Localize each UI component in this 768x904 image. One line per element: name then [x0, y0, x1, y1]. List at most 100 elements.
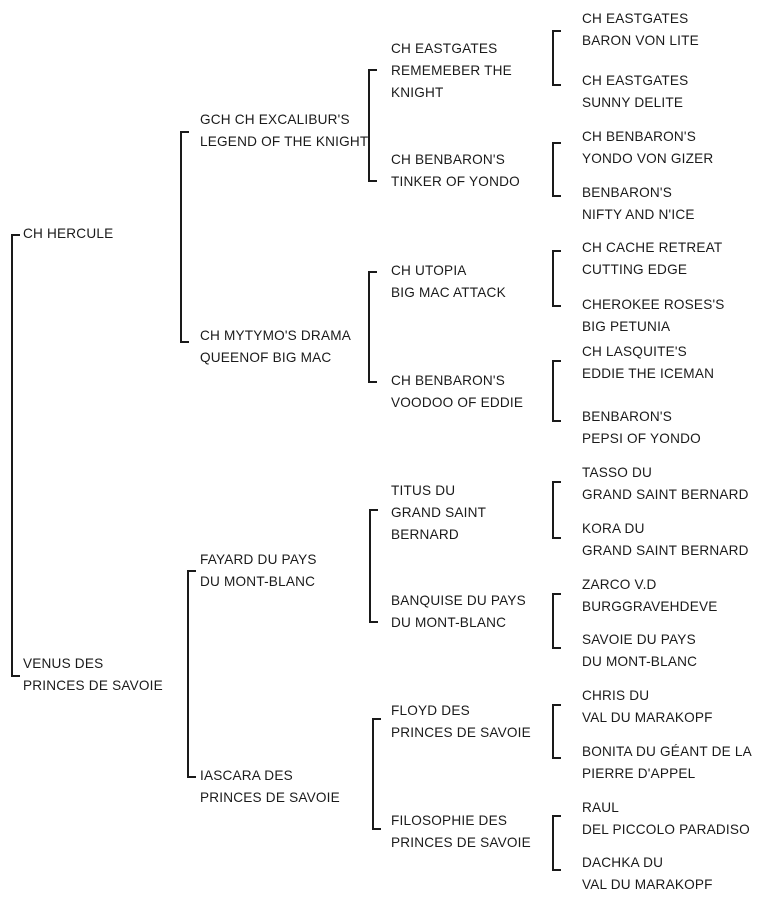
- bracket-dds-bottom-tick: [552, 757, 561, 759]
- bracket-sdd: [552, 360, 554, 421]
- bracket-gen1-bottom-tick: [11, 675, 20, 677]
- sdds-name: CH LASQUITE'S EDDIE THE ICEMAN: [582, 341, 714, 385]
- bracket-dsd-top-tick: [552, 593, 561, 595]
- dam-name: VENUS DES PRINCES DE SAVOIE: [23, 653, 163, 697]
- sire-line-1: CH HERCULE: [23, 226, 114, 241]
- dam-sire-line-1: FAYARD DU PAYS: [200, 552, 317, 567]
- dam-line-2: PRINCES DE SAVOIE: [23, 678, 163, 693]
- sss-line-3: KNIGHT: [391, 85, 444, 100]
- sddd-line-2: PEPSI OF YONDO: [582, 431, 701, 446]
- bracket-sds: [552, 250, 554, 306]
- sire-dam-line-2: QUEENOF BIG MAC: [200, 350, 332, 365]
- sdd-name: CH BENBARON'S VOODOO OF EDDIE: [391, 370, 523, 414]
- ssds-line-1: CH BENBARON'S: [582, 129, 696, 144]
- bracket-gen1: [11, 234, 13, 676]
- sdd-line-2: VOODOO OF EDDIE: [391, 395, 524, 410]
- bracket-dss: [552, 481, 554, 538]
- bracket-sd: [368, 271, 370, 382]
- bracket-sdd-bottom-tick: [552, 420, 561, 422]
- dds-name: FLOYD DES PRINCES DE SAVOIE: [391, 700, 531, 744]
- bracket-sss-bottom-tick: [552, 84, 561, 86]
- ssss-name: CH EASTGATES BARON VON LITE: [582, 8, 699, 52]
- sire-sire-name: GCH CH EXCALIBUR'S LEGEND OF THE KNIGHT: [200, 109, 368, 153]
- dss-line-1: TITUS DU: [391, 483, 456, 498]
- ddss-name: CHRIS DU VAL DU MARAKOPF: [582, 685, 713, 729]
- sdss-line-1: CH CACHE RETREAT: [582, 240, 723, 255]
- sdds-line-2: EDDIE THE ICEMAN: [582, 366, 715, 381]
- ssdd-name: BENBARON'S NIFTY AND N'ICE: [582, 182, 695, 226]
- bracket-sire: [180, 131, 182, 342]
- ddds-line-1: RAUL: [582, 800, 620, 815]
- dsdd-name: SAVOIE DU PAYS DU MONT-BLANC: [582, 629, 697, 673]
- bracket-ssd-bottom-tick: [552, 195, 561, 197]
- sssd-line-1: CH EASTGATES: [582, 73, 689, 88]
- bracket-sire-top-tick: [180, 131, 189, 133]
- sdss-name: CH CACHE RETREAT CUTTING EDGE: [582, 237, 722, 281]
- ssss-line-1: CH EASTGATES: [582, 11, 689, 26]
- bracket-dd-top-tick: [372, 718, 381, 720]
- sdsd-line-1: CHEROKEE ROSES'S: [582, 297, 725, 312]
- bracket-sd-top-tick: [368, 271, 377, 273]
- dam-sire-line-2: DU MONT-BLANC: [200, 574, 316, 589]
- bracket-ss: [368, 69, 370, 181]
- sire-dam-line-1: CH MYTYMO'S DRAMA: [200, 328, 351, 343]
- dam-dam-line-2: PRINCES DE SAVOIE: [200, 790, 340, 805]
- bracket-dds: [552, 704, 554, 758]
- sss-line-1: CH EASTGATES: [391, 41, 498, 56]
- sdsd-line-2: BIG PETUNIA: [582, 319, 671, 334]
- ssds-name: CH BENBARON'S YONDO VON GIZER: [582, 126, 713, 170]
- bracket-ddd-top-tick: [552, 815, 561, 817]
- dsds-name: ZARCO V.D BURGGRAVEHDEVE: [582, 574, 718, 618]
- sdd-line-1: CH BENBARON'S: [391, 373, 505, 388]
- bracket-ssd: [552, 142, 554, 196]
- ssss-line-2: BARON VON LITE: [582, 33, 699, 48]
- sssd-name: CH EASTGATES SUNNY DELITE: [582, 70, 688, 114]
- bracket-dam-top-tick: [187, 570, 196, 572]
- sire-dam-name: CH MYTYMO'S DRAMA QUEENOF BIG MAC: [200, 325, 351, 369]
- dssd-line-1: KORA DU: [582, 521, 645, 536]
- ddd-name: FILOSOPHIE DES PRINCES DE SAVOIE: [391, 810, 531, 854]
- sds-name: CH UTOPIA BIG MAC ATTACK: [391, 260, 506, 304]
- ddd-line-1: FILOSOPHIE DES: [391, 813, 508, 828]
- bracket-dam: [187, 570, 189, 777]
- dam-dam-line-1: IASCARA DES: [200, 768, 293, 783]
- bracket-dds-top-tick: [552, 704, 561, 706]
- dddd-line-1: DACHKA DU: [582, 855, 664, 870]
- dsss-line-1: TASSO DU: [582, 465, 653, 480]
- sss-line-2: REMEMEBER THE: [391, 63, 512, 78]
- dss-name: TITUS DU GRAND SAINT BERNARD: [391, 480, 486, 546]
- bracket-gen1-top-tick: [11, 234, 20, 236]
- bracket-dsd-bottom-tick: [552, 647, 561, 649]
- sire-sire-line-1: GCH CH EXCALIBUR'S: [200, 112, 350, 127]
- ddds-name: RAUL DEL PICCOLO PARADISO: [582, 797, 750, 841]
- bracket-ssd-top-tick: [552, 142, 561, 144]
- ddss-line-1: CHRIS DU: [582, 688, 650, 703]
- bracket-dsd: [552, 593, 554, 648]
- bracket-ds-bottom-tick: [369, 621, 378, 623]
- sire-name: CH HERCULE: [23, 223, 113, 245]
- dssd-line-2: GRAND SAINT BERNARD: [582, 543, 749, 558]
- sss-name: CH EASTGATES REMEMEBER THE KNIGHT: [391, 38, 512, 104]
- dam-line-1: VENUS DES: [23, 656, 104, 671]
- bracket-sd-bottom-tick: [368, 381, 377, 383]
- dss-line-3: BERNARD: [391, 527, 459, 542]
- sddd-name: BENBARON'S PEPSI OF YONDO: [582, 406, 701, 450]
- dsds-line-1: ZARCO V.D: [582, 577, 657, 592]
- ssd-line-2: TINKER OF YONDO: [391, 174, 520, 189]
- sire-sire-line-2: LEGEND OF THE KNIGHT: [200, 134, 369, 149]
- sds-line-2: BIG MAC ATTACK: [391, 285, 506, 300]
- ddsd-line-2: PIERRE D'APPEL: [582, 766, 696, 781]
- bracket-ss-top-tick: [368, 69, 377, 71]
- bracket-sss: [552, 30, 554, 85]
- ssd-line-1: CH BENBARON'S: [391, 152, 505, 167]
- dsdd-line-2: DU MONT-BLANC: [582, 654, 698, 669]
- bracket-ds: [369, 509, 371, 622]
- bracket-ddd: [552, 815, 554, 870]
- ddd-line-2: PRINCES DE SAVOIE: [391, 835, 531, 850]
- dsd-name: BANQUISE DU PAYS DU MONT-BLANC: [391, 590, 526, 634]
- dssd-name: KORA DU GRAND SAINT BERNARD: [582, 518, 749, 562]
- bracket-ds-top-tick: [369, 509, 378, 511]
- bracket-sds-bottom-tick: [552, 305, 561, 307]
- sdds-line-1: CH LASQUITE'S: [582, 344, 687, 359]
- dddd-line-2: VAL DU MARAKOPF: [582, 877, 713, 892]
